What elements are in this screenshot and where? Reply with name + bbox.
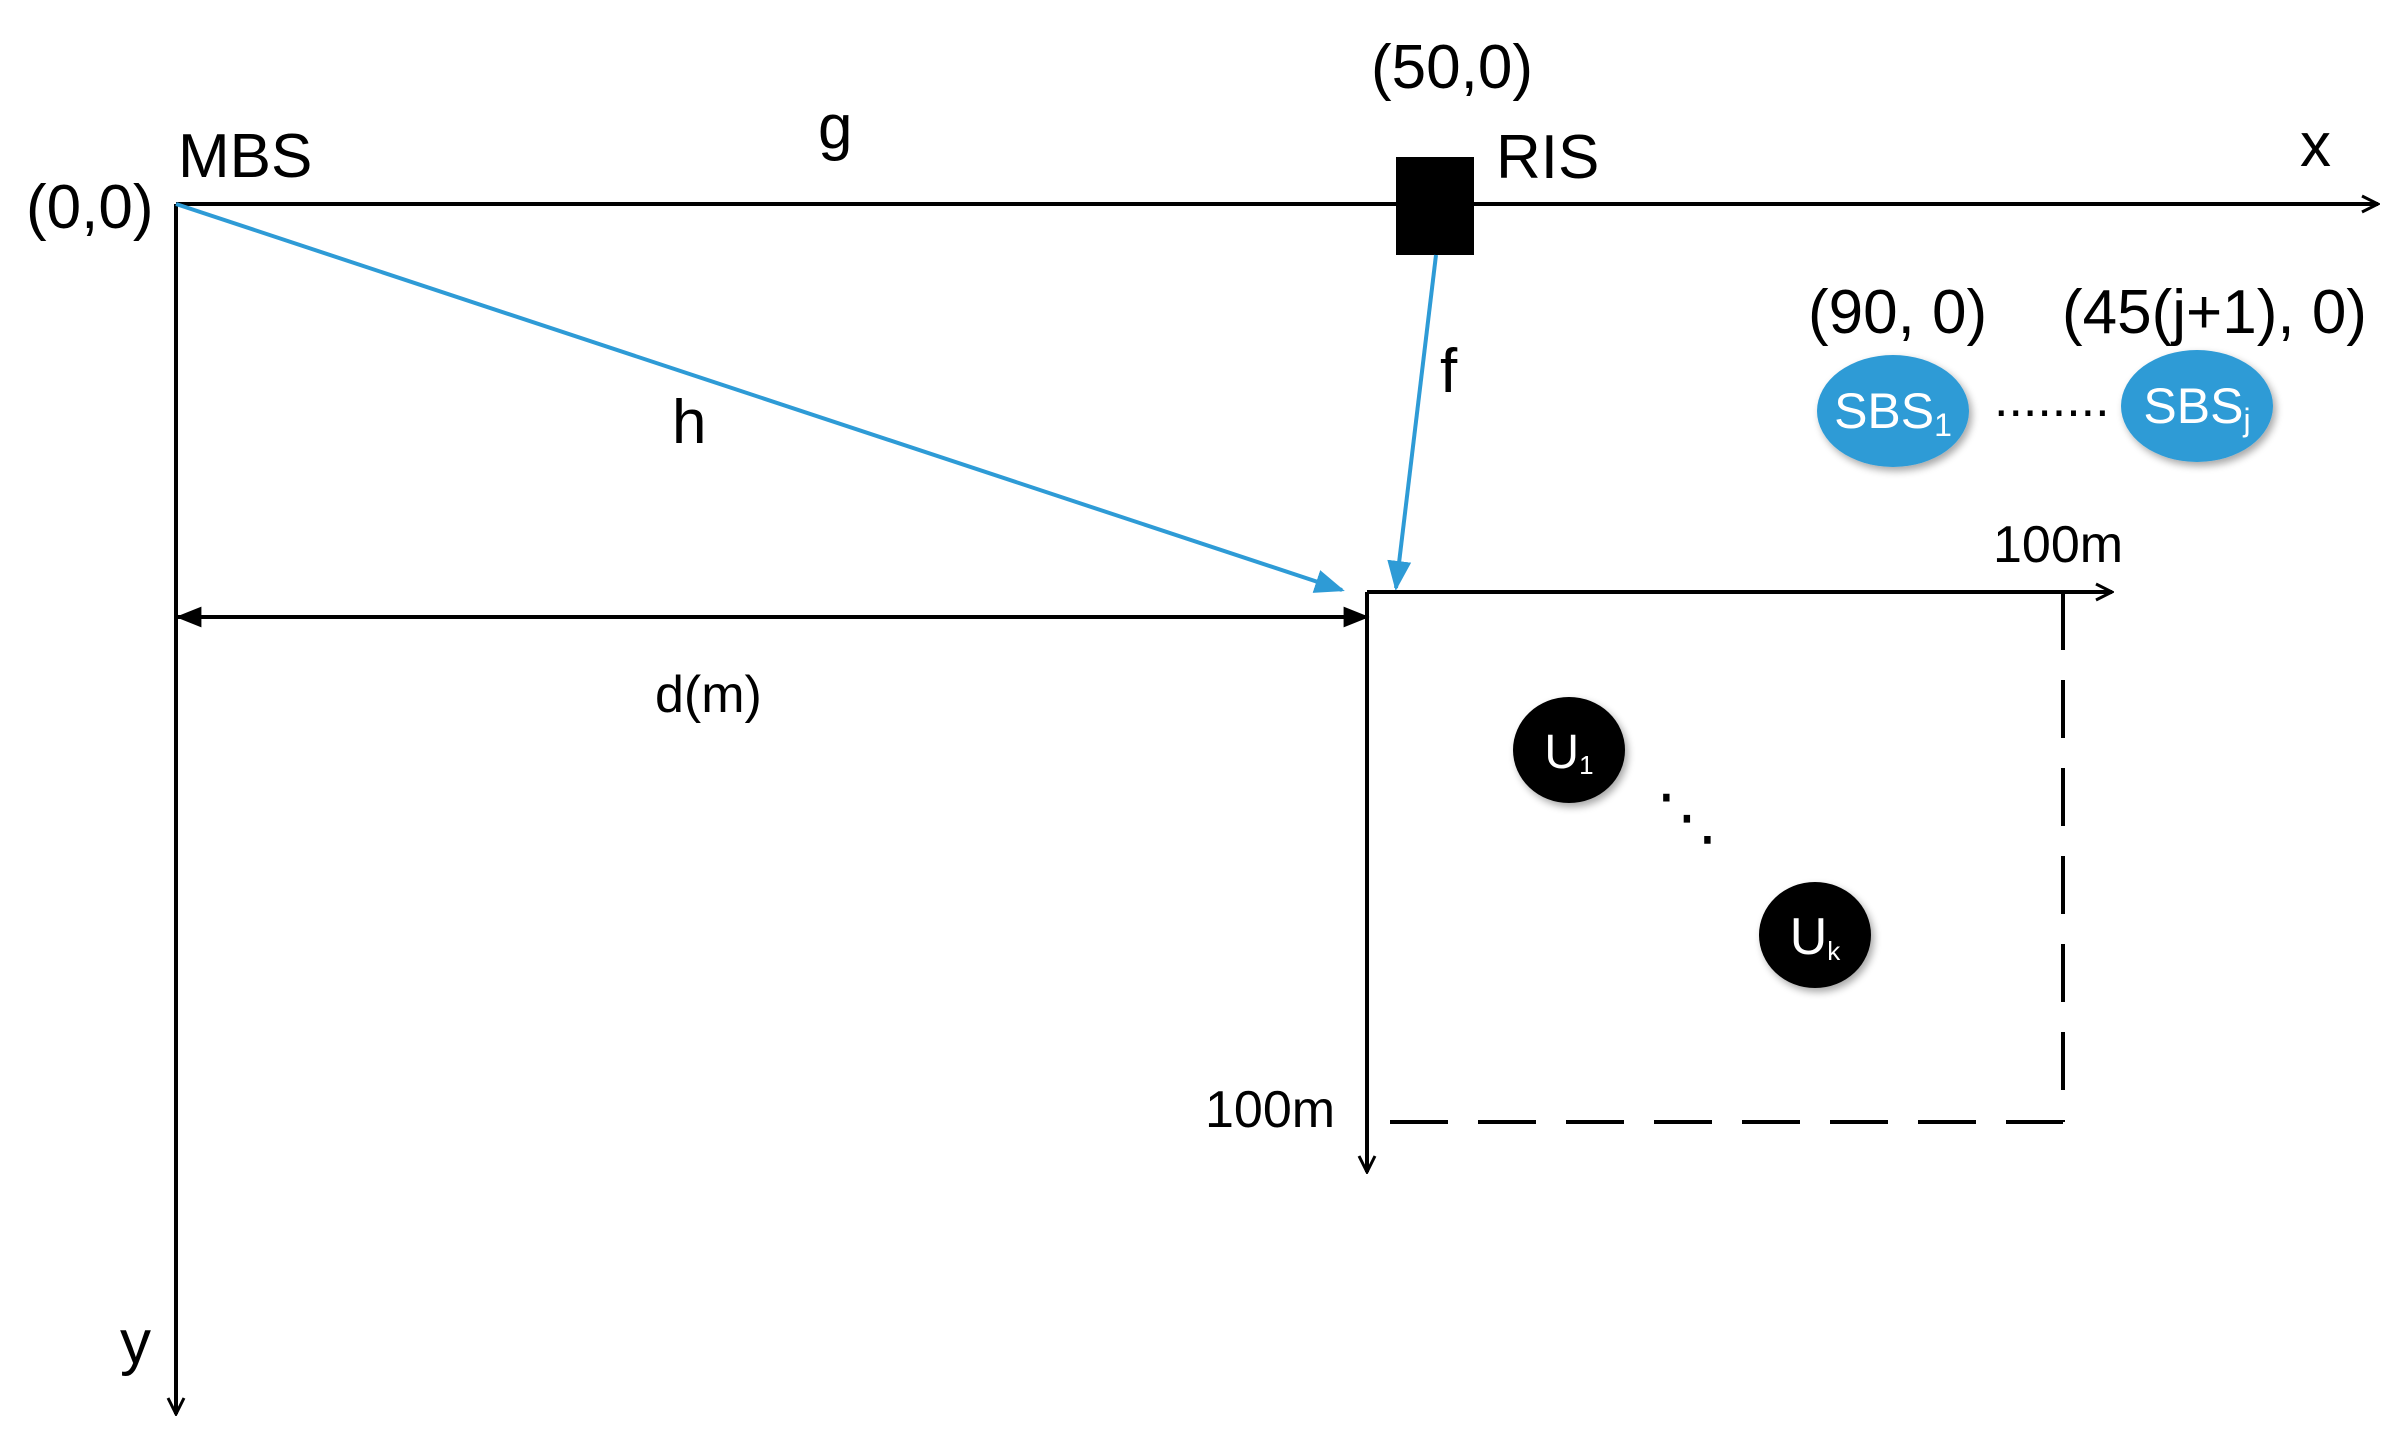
user-ellipsis: ⋱ [1656,783,1718,852]
g-label: g [818,93,852,162]
h-label: h [672,388,706,457]
user-uk-label: Uk [1790,908,1842,966]
ris-element [1396,157,1474,255]
link-f [1387,254,1438,591]
user-uk-node [1759,882,1871,988]
link-h [175,202,1345,593]
sbs1-node [1817,355,1969,467]
sbs1-coordinate-label: (90, 0) [1808,278,1987,347]
f-label: f [1440,337,1458,406]
mbs-label: MBS [178,122,312,191]
ris-label: RIS [1496,123,1599,192]
ris-coordinate-label: (50,0) [1371,33,1533,102]
sbsj-coordinate-label: (45(j+1), 0) [2062,278,2367,347]
x-axis-label: x [2300,111,2331,180]
sbs1-node-label: SBS1 [1834,383,1952,443]
user-u1-node [1513,697,1625,803]
sbs-ellipsis: ........ [1994,370,2110,428]
distance-label: d(m) [655,666,762,724]
sbsj-node-label: SBSj [2143,378,2250,438]
sbsj-node [2121,350,2273,462]
area-height-label: 100m [1205,1081,1335,1139]
user-u1-label: U1 [1544,726,1593,780]
y-axis-label: y [120,1308,151,1377]
area-width-label: 100m [1993,516,2123,574]
origin-label: (0,0) [26,173,153,242]
